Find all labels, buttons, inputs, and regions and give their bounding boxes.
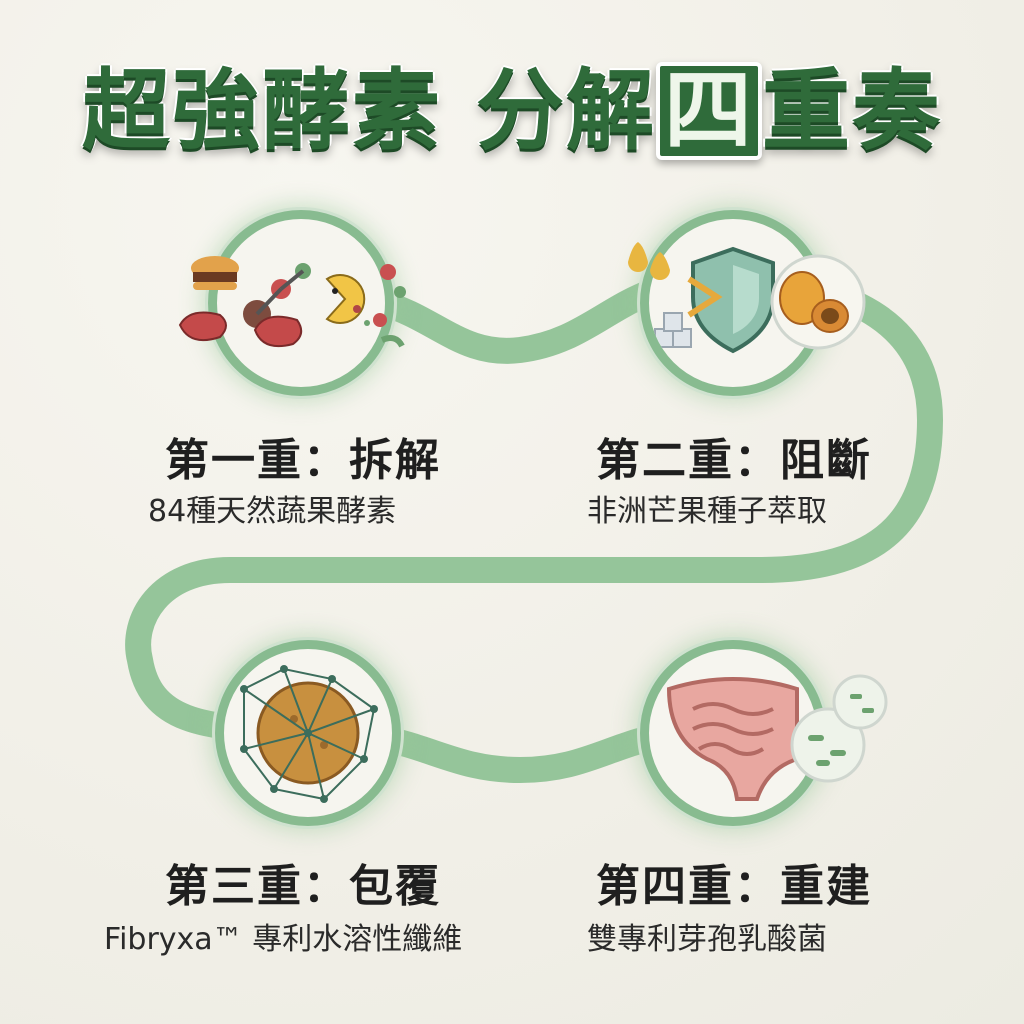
stage3-name: 第三重：包覆 [165, 861, 441, 912]
stage2-circle [640, 210, 826, 396]
shield-block-icon [654, 246, 775, 354]
stage4-circle [640, 640, 826, 826]
stage4-name: 第四重：重建 [596, 861, 872, 912]
title-part-1: 超強酵素 [81, 58, 442, 162]
title-part-2: 分解四重奏 [476, 40, 942, 167]
stage3-sub: Fibryxa™ 專利水溶性纖維 [104, 922, 463, 957]
gut-probiotic-icon [666, 677, 799, 801]
title-highlight-box: 四 [656, 61, 763, 160]
stage2-sub: 非洲芒果種子萃取 [587, 494, 827, 529]
stage1-circle [208, 210, 394, 396]
stage4-sub: 雙專利芽孢乳酸菌 [587, 922, 827, 957]
stage3-circle [215, 640, 401, 826]
title-part-2a: 分解 [475, 58, 656, 162]
title-part-2b: 重奏 [762, 58, 943, 162]
enzyme-digestion-icon [217, 263, 370, 328]
stage1-name: 第一重：拆解 [165, 435, 441, 486]
stage2-name: 第二重：阻斷 [596, 435, 872, 486]
page-title: 超強酵素 分解四重奏 [0, 48, 1024, 162]
fiber-net-icon [240, 665, 378, 803]
stage1-sub: 84種天然蔬果酵素 [148, 494, 397, 529]
